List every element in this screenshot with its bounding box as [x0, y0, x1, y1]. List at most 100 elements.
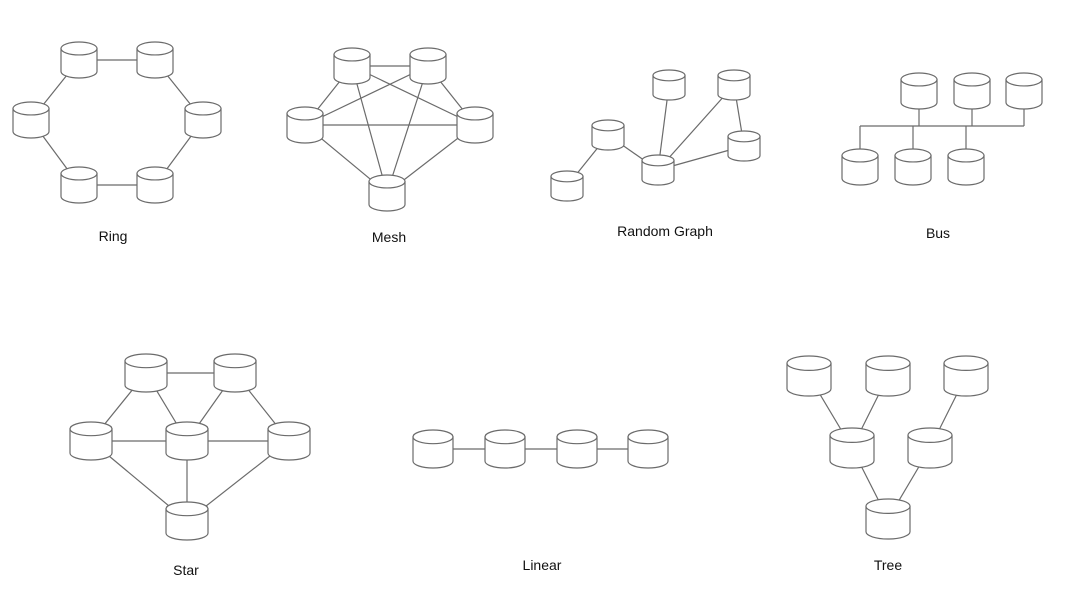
star-node	[165, 421, 209, 461]
cylinder-body-icon	[652, 74, 686, 101]
ring-node	[12, 101, 50, 139]
cylinder-top-icon	[267, 421, 311, 437]
cylinder-body-icon	[267, 428, 311, 461]
cylinder-body-icon	[727, 135, 761, 162]
ring-node	[60, 166, 98, 204]
cylinder-top-icon	[184, 101, 222, 116]
cylinder-body-icon	[947, 154, 985, 186]
tree-diagram	[786, 355, 989, 540]
cylinder-top-icon	[409, 47, 447, 62]
cylinder-body-icon	[894, 154, 932, 186]
cylinder-top-icon	[333, 47, 371, 62]
cylinder-top-icon	[136, 166, 174, 181]
cylinder-body-icon	[165, 508, 209, 541]
ring-label: Ring	[99, 228, 128, 244]
mesh-diagram	[286, 47, 494, 212]
mesh-edge	[386, 65, 429, 194]
cylinder-top-icon	[412, 429, 454, 445]
cylinder-body-icon	[865, 505, 911, 540]
linear-label: Linear	[523, 557, 562, 573]
mesh-node	[333, 47, 371, 85]
cylinder-body-icon	[60, 47, 98, 79]
linear-node	[556, 429, 598, 469]
cylinder-top-icon	[1005, 72, 1043, 87]
cylinder-body-icon	[841, 154, 879, 186]
cylinder-top-icon	[165, 501, 209, 517]
cylinder-body-icon	[943, 362, 989, 397]
cylinder-top-icon	[907, 427, 953, 443]
bus-node	[953, 72, 991, 110]
cylinder-body-icon	[786, 362, 832, 397]
bus-node	[841, 148, 879, 186]
cylinder-body-icon	[900, 78, 938, 110]
cylinder-top-icon	[69, 421, 113, 437]
ring-node	[60, 41, 98, 79]
ring-node	[136, 41, 174, 79]
star-label: Star	[173, 562, 199, 578]
tree-node	[829, 427, 875, 469]
tree-node	[865, 355, 911, 397]
cylinder-top-icon	[652, 69, 686, 82]
cylinder-top-icon	[213, 353, 257, 369]
random-graph-node	[652, 69, 686, 101]
cylinder-body-icon	[60, 172, 98, 204]
random-graph-diagram	[550, 69, 761, 202]
cylinder-top-icon	[165, 421, 209, 437]
cylinder-top-icon	[829, 427, 875, 443]
cylinder-top-icon	[727, 130, 761, 143]
cylinder-body-icon	[865, 362, 911, 397]
mesh-edge	[351, 65, 388, 194]
cylinder-body-icon	[368, 180, 406, 212]
cylinder-body-icon	[1005, 78, 1043, 110]
cylinder-top-icon	[717, 69, 751, 82]
cylinder-top-icon	[900, 72, 938, 87]
cylinder-top-icon	[591, 119, 625, 132]
cylinder-top-icon	[484, 429, 526, 445]
random-graph-node	[727, 130, 761, 162]
cylinder-top-icon	[124, 353, 168, 369]
cylinder-top-icon	[894, 148, 932, 163]
cylinder-body-icon	[907, 434, 953, 469]
cylinder-body-icon	[953, 78, 991, 110]
cylinder-top-icon	[947, 148, 985, 163]
tree-label: Tree	[874, 557, 902, 573]
random-graph-label: Random Graph	[617, 223, 713, 239]
cylinder-top-icon	[943, 355, 989, 371]
ring-diagram	[12, 41, 222, 204]
mesh-edge	[304, 65, 429, 126]
mesh-label: Mesh	[372, 229, 406, 245]
star-diagram	[69, 353, 311, 541]
cylinder-body-icon	[213, 360, 257, 393]
cylinder-body-icon	[829, 434, 875, 469]
cylinder-top-icon	[456, 106, 494, 121]
random-graph-edge	[657, 84, 735, 171]
bus-node	[894, 148, 932, 186]
cylinder-body-icon	[286, 112, 324, 144]
cylinder-top-icon	[865, 355, 911, 371]
cylinder-top-icon	[865, 498, 911, 514]
cylinder-top-icon	[953, 72, 991, 87]
tree-node	[943, 355, 989, 397]
cylinder-top-icon	[60, 41, 98, 56]
mesh-edges	[304, 65, 476, 194]
bus-node	[947, 148, 985, 186]
mesh-edge	[351, 65, 476, 126]
ring-node	[136, 166, 174, 204]
cylinder-body-icon	[641, 159, 675, 186]
bus-lines	[859, 107, 1025, 153]
mesh-node	[286, 106, 324, 144]
random-graph-node	[591, 119, 625, 151]
cylinder-body-icon	[333, 53, 371, 85]
linear-diagram	[412, 429, 669, 469]
bus-node	[900, 72, 938, 110]
random-graph-node	[550, 170, 584, 202]
cylinder-top-icon	[60, 166, 98, 181]
cylinder-top-icon	[841, 148, 879, 163]
cylinder-body-icon	[717, 74, 751, 101]
cylinder-body-icon	[124, 360, 168, 393]
cylinder-top-icon	[12, 101, 50, 116]
cylinder-top-icon	[286, 106, 324, 121]
cylinder-body-icon	[409, 53, 447, 85]
cylinder-body-icon	[184, 107, 222, 139]
star-node	[213, 353, 257, 393]
